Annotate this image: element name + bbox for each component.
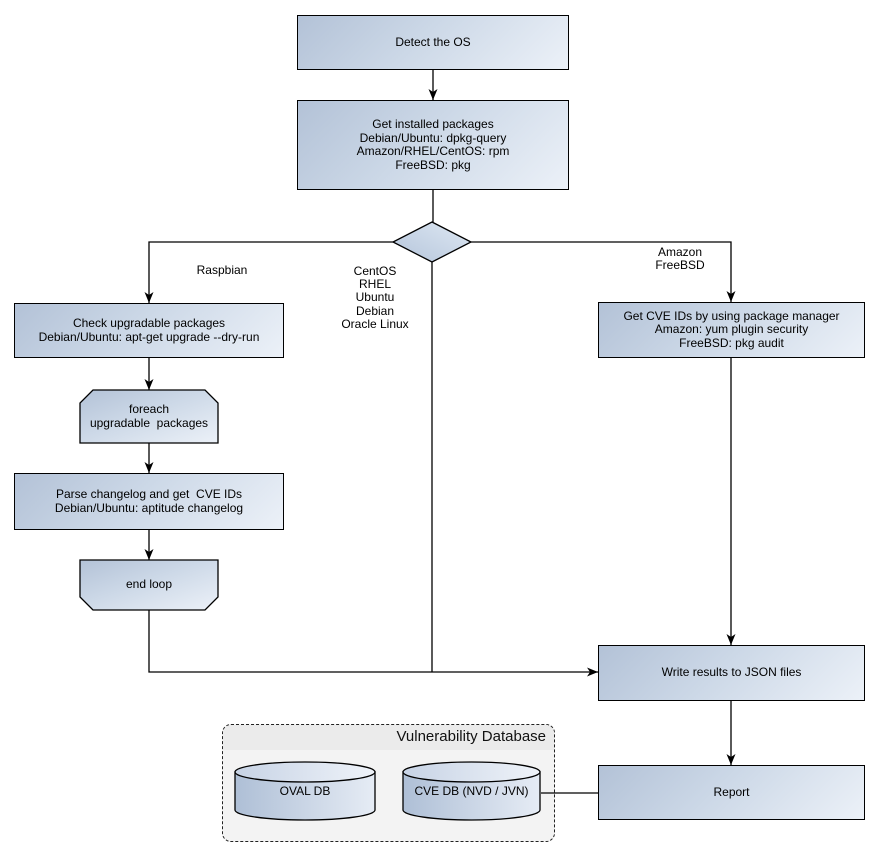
node-parse-changelog: Parse changelog and get CVE IDs Debian/U…	[14, 473, 284, 530]
end-loop-label: end loop	[125, 577, 173, 592]
node-get-installed-packages: Get installed packages Debian/Ubuntu: dp…	[297, 100, 569, 190]
cve-db-label: CVE DB (NVD / JVN)	[414, 784, 529, 799]
branch-label-raspbian: Raspbian	[196, 263, 248, 277]
node-report: Report	[598, 765, 865, 820]
vulnerability-database-title: Vulnerability Database	[396, 728, 546, 745]
node-check-upgradable-packages: Check upgradable packages Debian/Ubuntu:…	[14, 303, 284, 358]
node-get-cve-ids-package-manager: Get CVE IDs by using package manager Ama…	[598, 302, 865, 358]
oval-db-label: OVAL DB	[279, 784, 331, 799]
node-detect-os: Detect the OS	[297, 15, 569, 70]
node-write-results-json: Write results to JSON files	[598, 645, 865, 701]
connector-endloop-to-write-results	[148, 610, 598, 677]
branch-label-amazon-freebsd: Amazon FreeBSD	[655, 245, 705, 273]
branch-label-middle-os-list: CentOS RHEL Ubuntu Debian Oracle Linux	[341, 264, 409, 331]
vulnerability-database-titlebar	[223, 725, 554, 750]
decision-diamond-os-branch	[391, 221, 473, 263]
foreach-loop-label: foreach upgradable packages	[89, 402, 209, 430]
